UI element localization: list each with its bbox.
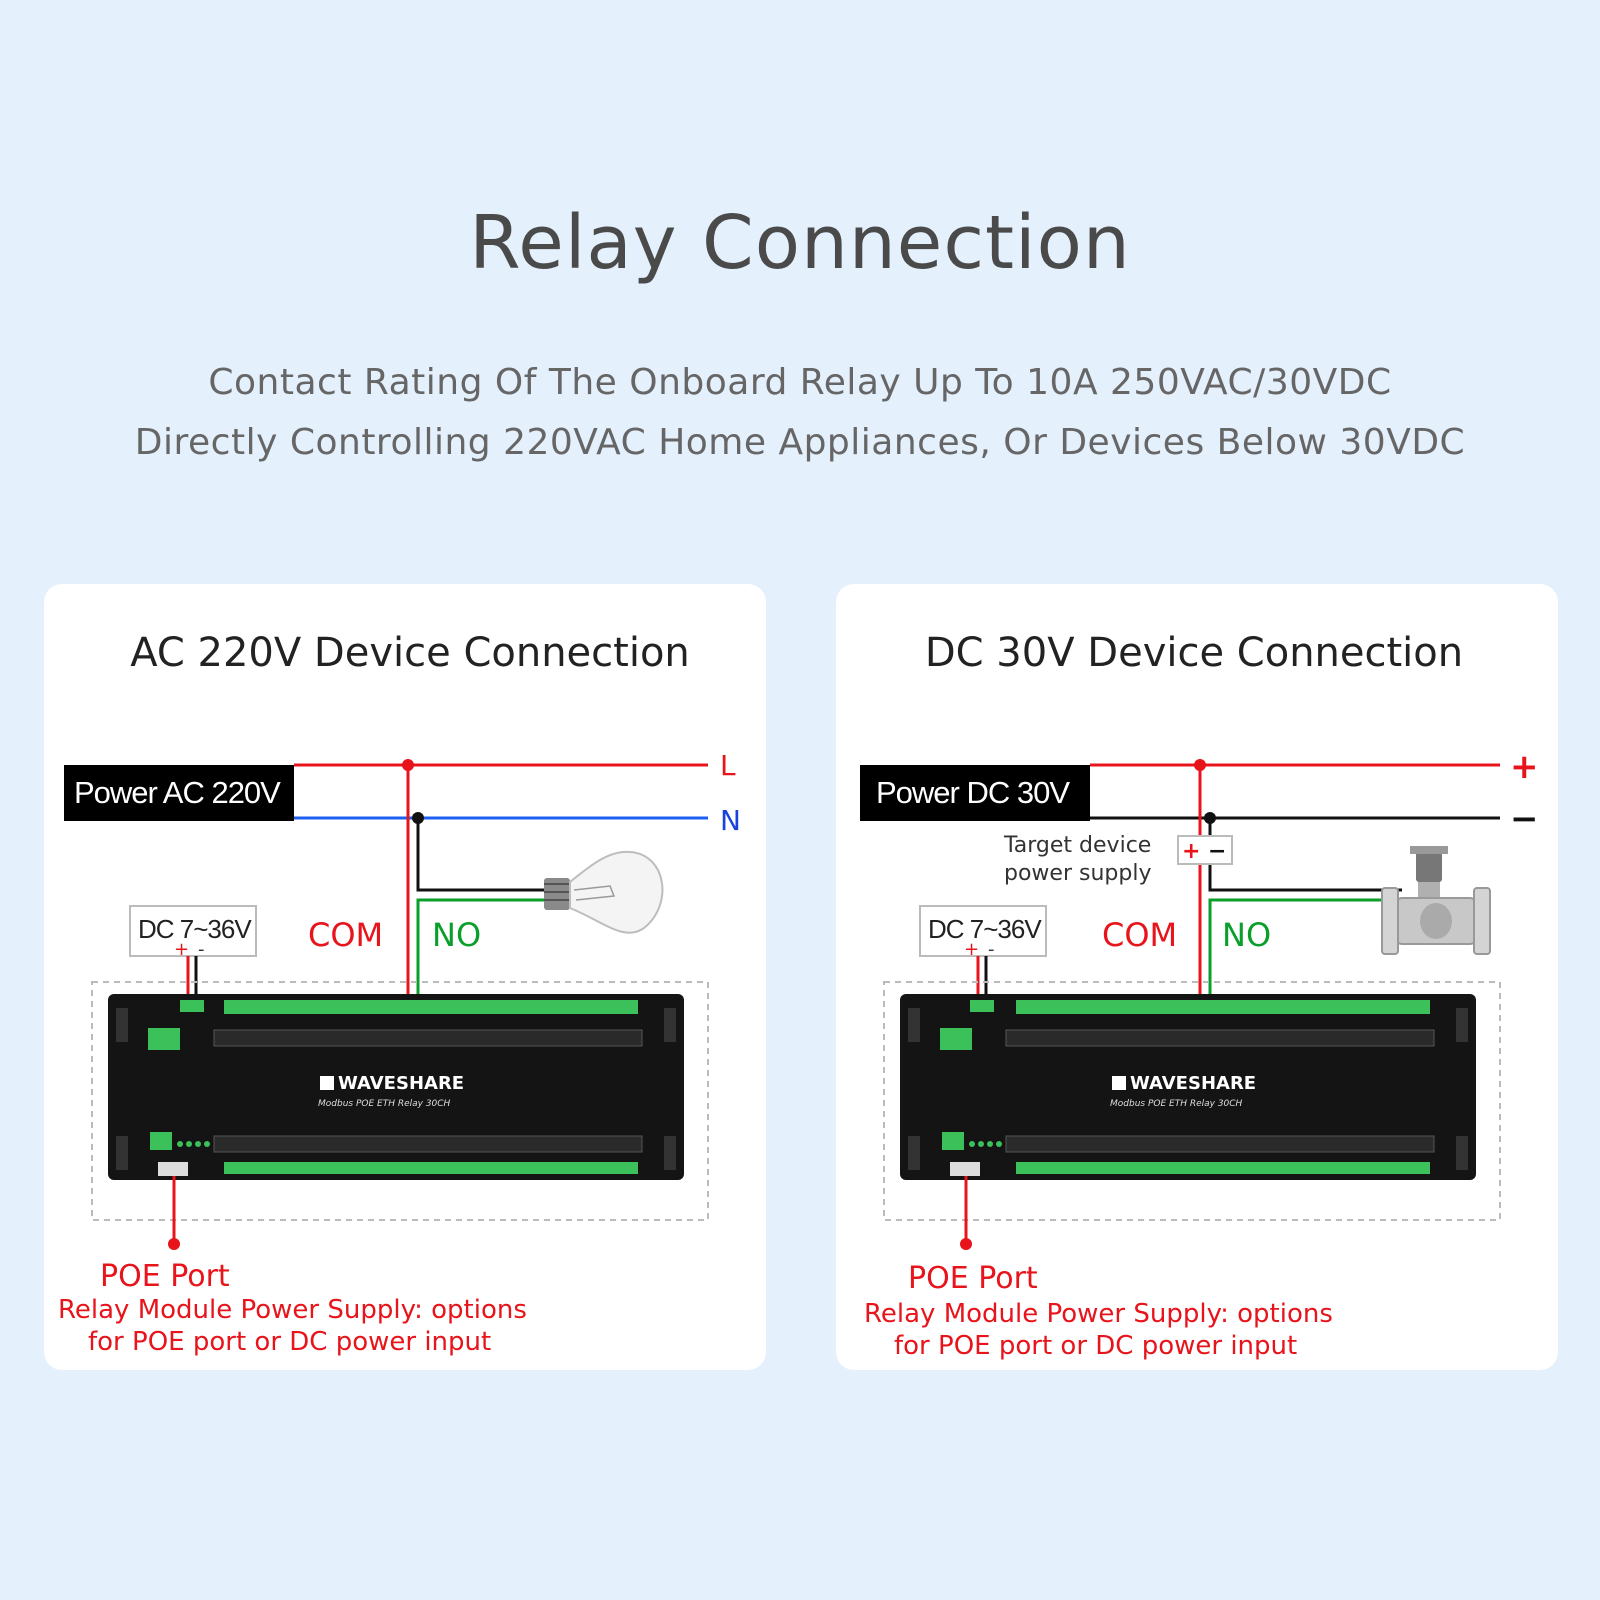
ac-brand-name: WAVESHARE xyxy=(338,1073,464,1094)
dc-dc-minus: - xyxy=(988,939,995,960)
dc-poe-title: POE Port xyxy=(908,1261,1038,1296)
dc-no-label: NO xyxy=(1222,916,1271,954)
light-bulb-icon xyxy=(544,850,664,934)
ac-wiring-diagram: AC 220V Device Connection Power AC 220V … xyxy=(58,630,741,1357)
dc-dc-terminal xyxy=(940,1028,972,1050)
dc-no-wire xyxy=(1208,898,1402,998)
subtitle-control-range: Directly Controlling 220VAC Home Applian… xyxy=(134,422,1466,463)
dc-power-label: Power DC 30V xyxy=(876,775,1070,810)
ac-neutral-to-load-wire xyxy=(416,818,554,892)
dc-poe-note-line2: for POE port or DC power input xyxy=(894,1331,1297,1361)
dc-module-model: Modbus POE ETH Relay 30CH xyxy=(1110,1099,1243,1109)
ac-brand-logo-icon xyxy=(320,1076,334,1090)
dc-connection-panel: DC 30V Device Connection Power DC 30V + … xyxy=(836,584,1558,1370)
dc-panel-title: DC 30V Device Connection xyxy=(925,630,1463,676)
solenoid-valve-icon xyxy=(1381,846,1491,955)
ac-dc-minus: - xyxy=(198,939,205,960)
dc-relay-module: WAVESHARE Modbus POE ETH Relay 30CH xyxy=(900,994,1476,1180)
ac-poe-port xyxy=(158,1162,188,1176)
ac-no-label: NO xyxy=(432,916,481,954)
ac-ethernet-port xyxy=(150,1132,172,1150)
ac-dc-plus: + xyxy=(174,939,189,960)
dc-wiring-diagram: DC 30V Device Connection Power DC 30V + … xyxy=(860,630,1539,1361)
ac-relay-module: WAVESHARE Modbus POE ETH Relay 30CH xyxy=(108,994,684,1180)
ac-poe-dot xyxy=(168,1238,180,1250)
dc-negative-to-load-wire xyxy=(1208,818,1402,892)
dc-module-outline xyxy=(883,981,1501,1221)
dc-com-label: COM xyxy=(1102,916,1177,954)
ac-dc-terminal xyxy=(148,1028,180,1050)
dc-poe-note-line1: Relay Module Power Supply: options xyxy=(864,1299,1333,1329)
dc-dc-input-box xyxy=(919,905,1047,957)
ac-dc-input-box xyxy=(129,905,257,957)
dc-target-label-line1: Target device xyxy=(1003,833,1151,858)
dc-line-minus-label: − xyxy=(1510,799,1539,839)
dc-target-label-line2: power supply xyxy=(1004,861,1151,886)
dc-brand-logo-icon xyxy=(1112,1076,1126,1090)
ac-power-label: Power AC 220V xyxy=(74,775,281,810)
ac-connection-panel: AC 220V Device Connection Power AC 220V … xyxy=(44,584,766,1370)
ac-power-source-box xyxy=(64,765,294,821)
ac-com-label: COM xyxy=(308,916,383,954)
dc-dc-plus: + xyxy=(964,939,979,960)
ac-no-wire xyxy=(416,898,554,998)
dc-target-minus: − xyxy=(1208,839,1226,864)
dc-brand-name: WAVESHARE xyxy=(1130,1073,1256,1094)
page-title: Relay Connection xyxy=(469,200,1131,286)
dc-power-source-box xyxy=(860,765,1090,821)
ac-module-model: Modbus POE ETH Relay 30CH xyxy=(318,1099,451,1109)
subtitle-contact-rating: Contact Rating Of The Onboard Relay Up T… xyxy=(208,362,1392,403)
dc-dc-input-label: DC 7~36V xyxy=(928,914,1042,944)
dc-target-plus: + xyxy=(1182,839,1200,864)
ac-line-l-label: L xyxy=(720,749,736,782)
ac-poe-note-line2: for POE port or DC power input xyxy=(88,1327,491,1357)
ac-panel-title: AC 220V Device Connection xyxy=(130,630,690,676)
dc-ethernet-port xyxy=(942,1132,964,1150)
dc-target-supply-box xyxy=(1177,835,1233,865)
ac-poe-title: POE Port xyxy=(100,1259,230,1294)
dc-line-plus-label: + xyxy=(1510,747,1539,787)
ac-dc-input-label: DC 7~36V xyxy=(138,914,252,944)
ac-line-n-label: N xyxy=(720,804,741,837)
dc-poe-dot xyxy=(960,1238,972,1250)
ac-module-outline xyxy=(91,981,709,1221)
dc-poe-port xyxy=(950,1162,980,1176)
ac-poe-note-line1: Relay Module Power Supply: options xyxy=(58,1295,527,1325)
